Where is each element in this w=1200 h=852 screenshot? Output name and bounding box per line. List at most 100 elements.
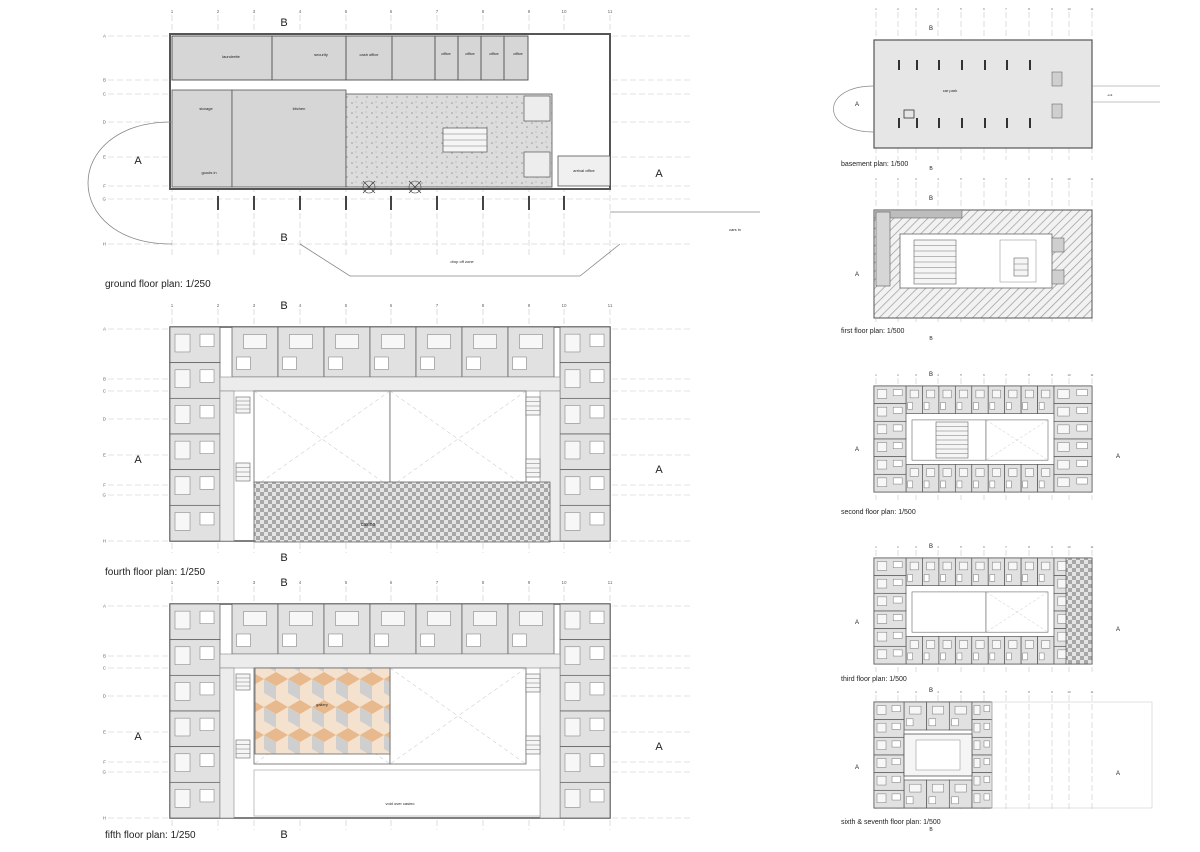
grid-column-label: 7: [1005, 177, 1007, 181]
basement-column: [1029, 118, 1031, 128]
room-bathroom: [906, 718, 914, 727]
grid-row-label: G: [102, 197, 106, 202]
grid-column-label: 3: [253, 580, 256, 585]
room-bathroom: [199, 753, 215, 767]
room-bathroom: [589, 789, 605, 803]
room-bed: [564, 646, 581, 665]
fifth-gallery-floor: [254, 667, 391, 755]
grid-row-label: F: [103, 760, 106, 765]
section-marker: B: [929, 544, 933, 550]
basement-column: [1006, 60, 1008, 70]
grid-column-label: 3: [253, 9, 256, 14]
section-marker: B: [929, 336, 933, 342]
room-bathroom: [891, 740, 901, 748]
room-bathroom: [923, 402, 930, 410]
grid-column-label: 11: [1090, 7, 1093, 11]
grid-column-label: 4: [299, 303, 302, 308]
room-bed: [427, 611, 451, 626]
room-bathroom: [589, 476, 605, 490]
room-bed: [876, 459, 888, 470]
grid-column-label: 1: [875, 373, 877, 377]
fifth-corridor: [219, 667, 235, 819]
grid-column-label: 3: [915, 177, 917, 181]
grid-column-label: 10: [561, 303, 567, 308]
sixth-lightwell-void: [915, 739, 961, 771]
third-void-diagonal: [985, 591, 1049, 633]
basement-ramp-curve: [833, 85, 875, 133]
room-bed: [975, 389, 985, 399]
grid-column-label: 8: [1028, 690, 1030, 694]
canopy-column: [299, 196, 301, 210]
grid-row-label: E: [103, 453, 106, 458]
room-bed: [564, 333, 581, 353]
room-bathroom: [973, 652, 979, 661]
room-bathroom: [891, 758, 901, 765]
room-bed: [564, 753, 581, 772]
room-bed: [959, 389, 968, 399]
room-bathroom: [420, 633, 435, 647]
room-bathroom: [891, 775, 901, 783]
room-bathroom: [892, 631, 903, 639]
ground-arrival-office: [557, 155, 611, 187]
room-bed: [909, 389, 919, 399]
grid-column-label: 7: [1005, 7, 1007, 11]
fifth-floor-caption: fifth floor plan: 1/250: [105, 830, 196, 841]
third-atrium: [911, 591, 987, 633]
ground-lift-core: [523, 95, 551, 122]
grid-column-label: 5: [960, 545, 962, 549]
canopy-column: [563, 196, 565, 210]
fourth-void: [389, 390, 527, 488]
room-bed: [926, 561, 936, 571]
room-bathroom: [983, 722, 990, 730]
room-bed: [1057, 477, 1070, 487]
room-bed: [564, 440, 581, 460]
room-bed: [1041, 561, 1051, 571]
room-bed: [876, 561, 888, 571]
section-marker: A: [1116, 627, 1120, 633]
grid-column-label: 2: [897, 545, 899, 549]
room-bathroom: [940, 402, 946, 410]
door-swing: [408, 180, 422, 194]
room-bed: [876, 793, 887, 803]
room-bathroom: [1038, 574, 1045, 582]
room-bed: [289, 611, 313, 626]
room-bed: [174, 476, 191, 495]
grid-column-label: 4: [937, 7, 939, 11]
grid-column-label: 5: [960, 690, 962, 694]
room-bathroom: [589, 610, 605, 624]
grid-column-label: 4: [937, 545, 939, 549]
fourth-corridor: [219, 390, 235, 542]
basement-column: [938, 60, 940, 70]
basement-caption: basement plan: 1/500: [841, 161, 908, 168]
room-bathroom: [892, 442, 903, 449]
grid-row-label: B: [103, 654, 106, 659]
ground-storage-block: [171, 89, 233, 188]
room-bed: [174, 610, 191, 630]
grid-column-label: 1: [875, 177, 877, 181]
room-bed: [926, 468, 936, 477]
basement-ramp-box: [903, 109, 915, 119]
room-bathroom: [1038, 402, 1045, 410]
fifth-gallery-label: gallery: [316, 702, 328, 707]
room-bathroom: [892, 389, 903, 396]
room-bed: [954, 783, 967, 793]
room-bed: [174, 333, 191, 353]
grid-column-label: 4: [299, 580, 302, 585]
room-bed: [1057, 459, 1070, 470]
section-marker: B: [280, 552, 287, 564]
grid-column-label: 11: [608, 303, 613, 308]
room-bathroom: [951, 796, 959, 805]
room-bathroom: [956, 574, 963, 582]
ground-entrance-door: [408, 180, 422, 194]
room-bed: [1057, 389, 1070, 399]
room-bed: [1057, 406, 1070, 417]
room-bed: [564, 512, 581, 531]
room-bathroom: [199, 440, 215, 454]
grid-column-label: 1: [875, 7, 877, 11]
room-bathroom: [328, 356, 343, 370]
plans-layer: [87, 33, 1160, 819]
room-bed: [932, 705, 944, 715]
grid-row-label: E: [103, 730, 106, 735]
room-bed: [876, 406, 888, 417]
section-marker: B: [929, 372, 933, 378]
